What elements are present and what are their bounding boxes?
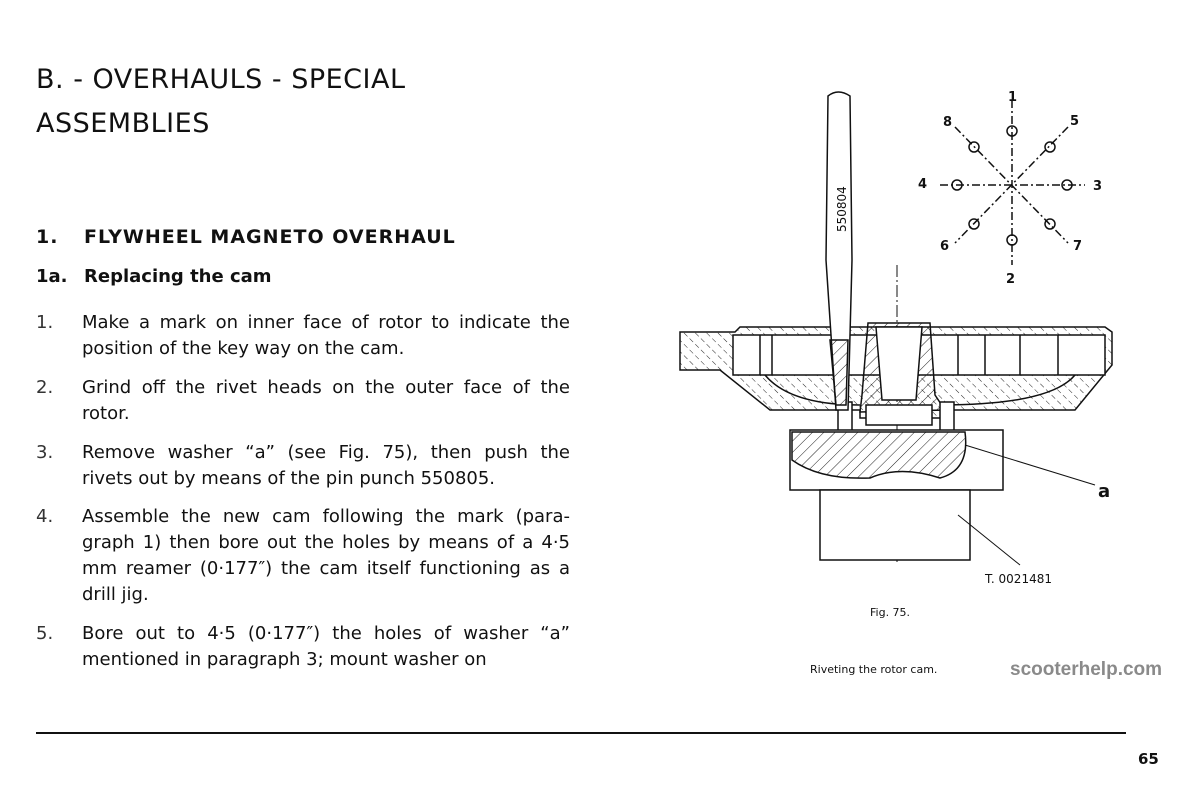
footer-rule [36,732,1126,734]
tool-label: T. 0021481 [984,572,1052,586]
step-item: 5. Bore out to 4·5 (0·177″) the holes of … [36,621,570,673]
figure-caption: Riveting the rotor cam. [810,663,938,676]
hole-label-4: 4 [918,177,927,192]
page-title-line2: ASSEMBLIES [36,108,210,139]
hole-pattern-diagram [940,100,1085,265]
punch-label: 550804 [835,186,849,232]
step-number: 1. [36,312,54,333]
step-item: 2. Grind off the rivet heads on the outer… [36,375,570,427]
subsection-title: Replacing the cam [84,266,272,287]
step-text: Remove washer “a” (see Fig. 75), then pu… [82,442,570,489]
step-text: Assemble the new cam following the mark … [82,506,570,605]
section-heading: 1. FLYWHEEL MAGNETO OVERHAUL [36,226,456,248]
section-title: FLYWHEEL MAGNETO OVERHAUL [84,226,456,248]
step-text: Make a mark on inner face of rotor to in… [82,312,570,359]
hole-label-5: 5 [1070,114,1079,129]
step-item: 4. Assemble the new cam following the mar… [36,504,570,608]
hole-label-6: 6 [940,239,949,254]
subsection-heading: 1a. Replacing the cam [36,266,272,287]
watermark: scooterhelp.com [1010,659,1163,680]
step-number: 3. [36,442,54,463]
hole-label-1: 1 [1008,90,1017,105]
pin-punch-550804 [825,91,853,411]
subsection-number: 1a. [36,266,68,287]
section-number: 1. [36,226,59,248]
step-text: Grind off the rivet heads on the outer f… [82,377,570,424]
hole-label-7: 7 [1073,239,1082,254]
washer-label-a: a [1098,481,1110,502]
page-title-line1: B. - OVERHAULS - SPECIAL [36,64,406,95]
step-number: 2. [36,377,54,398]
hole-label-3: 3 [1093,179,1102,194]
support-tool [819,489,971,561]
step-number: 5. [36,623,54,644]
step-number: 4. [36,506,54,527]
step-text: Bore out to 4·5 (0·177″) the holes of wa… [82,623,570,670]
step-item: 3. Remove washer “a” (see Fig. 75), then … [36,440,570,492]
hole-label-2: 2 [1006,272,1015,287]
figure-number: Fig. 75. [870,606,911,619]
hole-label-8: 8 [943,115,952,130]
step-item: 1. Make a mark on inner face of rotor to … [36,310,570,362]
page-number: 65 [1138,750,1159,768]
